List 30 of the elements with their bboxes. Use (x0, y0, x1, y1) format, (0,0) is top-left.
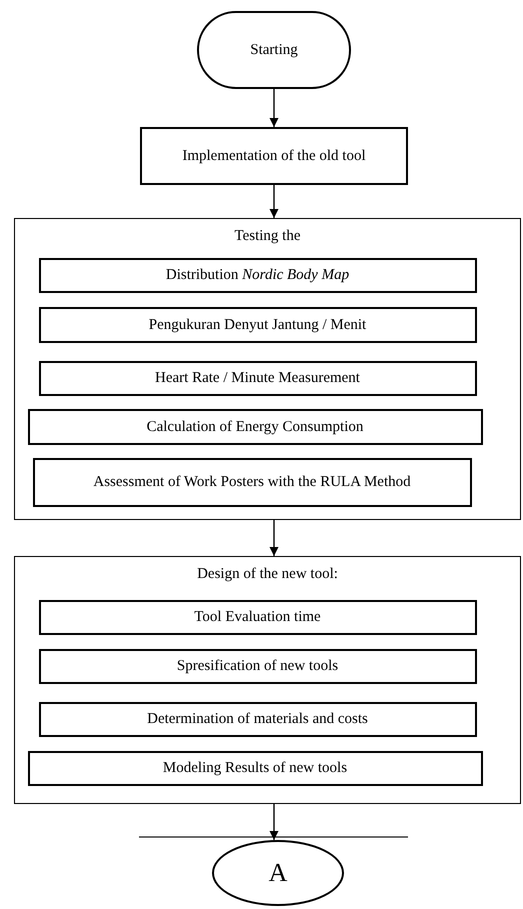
group-panel (14, 218, 521, 520)
arrow (270, 804, 278, 840)
step-label: Heart Rate / Minute Measurement (154, 369, 361, 387)
group-heading: Design of the new tool: (196, 565, 339, 583)
process-box (32, 458, 472, 506)
step-label: Determination of materials and costs (146, 710, 369, 728)
connector-label: A (268, 857, 288, 889)
step-label: Implementation of the old tool (181, 147, 367, 165)
arrow (270, 185, 278, 218)
step-label: Spresification of new tools (176, 657, 340, 675)
process-box (38, 360, 476, 396)
arrow (270, 89, 278, 127)
process-box (38, 600, 476, 634)
step-label: Assessment of Work Posters with the RULA Method (92, 473, 412, 491)
step-label: Modeling Results of new tools (162, 759, 348, 777)
group-panel (14, 556, 521, 804)
group-heading: Testing the (233, 227, 302, 245)
step-label: Pengukuran Denyut Jantung / Menit (148, 316, 368, 334)
process-box (28, 750, 482, 786)
step-label: Distribution Nordic Body Map (164, 266, 350, 284)
process-box (38, 702, 476, 736)
step-label: Tool Evaluation time (193, 608, 322, 626)
process-box (28, 408, 482, 444)
process-box (140, 127, 408, 185)
arrow (270, 520, 278, 556)
process-box (38, 648, 476, 684)
step-label: Calculation of Energy Consumption (146, 418, 364, 436)
step-label: Starting (250, 41, 298, 59)
process-box (38, 306, 476, 342)
process-box (38, 258, 476, 292)
